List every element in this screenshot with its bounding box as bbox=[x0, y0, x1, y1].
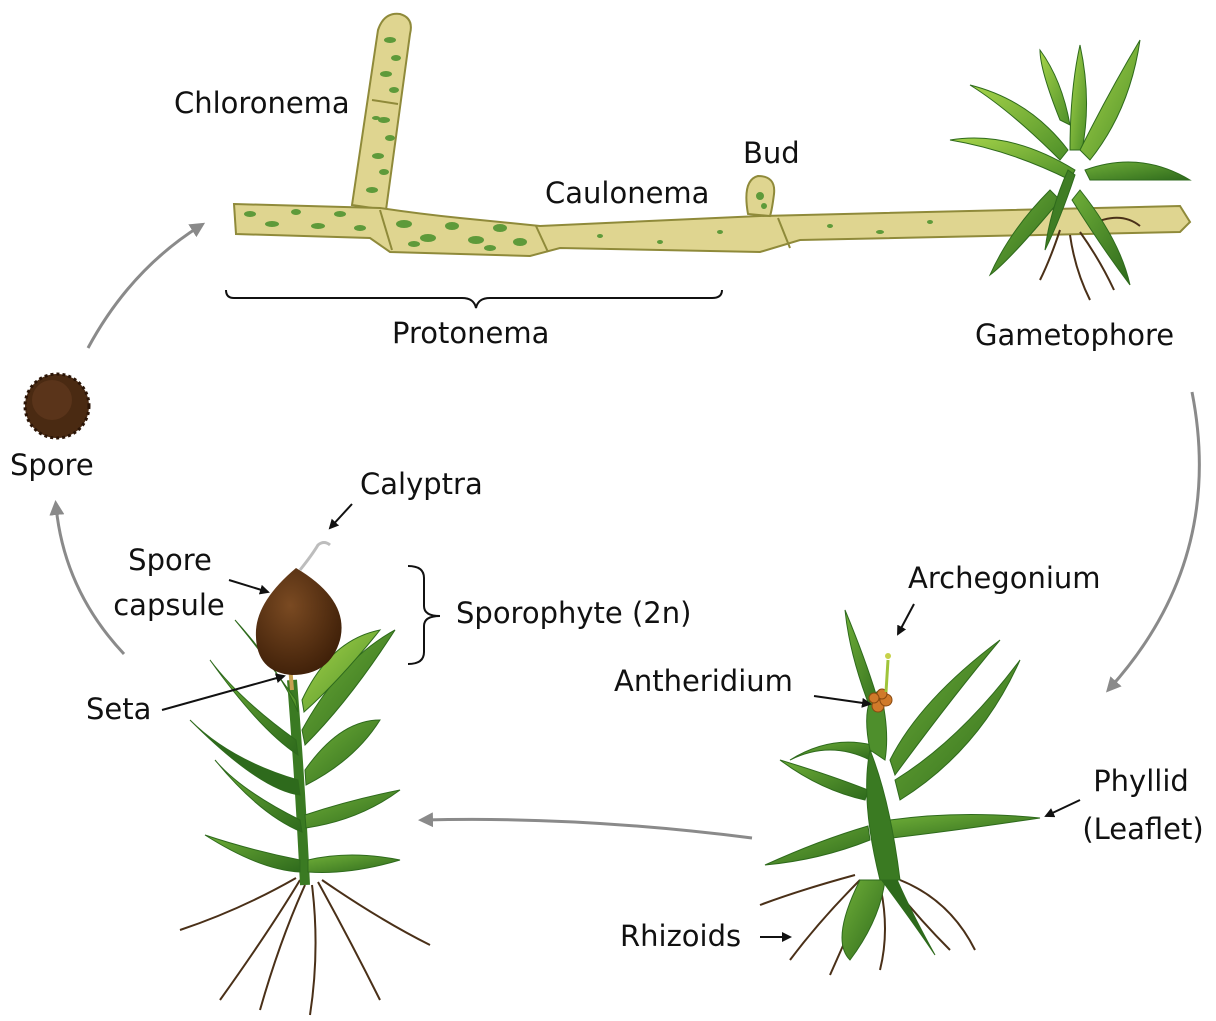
reproductive-gametophore-illustration bbox=[760, 610, 1040, 975]
label-spore: Spore bbox=[10, 448, 94, 482]
label-phyllid-line2: (Leaflet) bbox=[1078, 812, 1208, 846]
label-rhizoids: Rhizoids bbox=[620, 919, 741, 953]
label-spore-capsule-line2: capsule bbox=[108, 588, 230, 622]
spore-to-protonema-arrow bbox=[88, 226, 200, 348]
label-gametophore: Gametophore bbox=[975, 318, 1174, 352]
spore-illustration bbox=[25, 374, 89, 438]
label-spore-capsule-line1: Spore bbox=[124, 543, 216, 577]
sporophyte-to-spore-arrow bbox=[56, 506, 124, 654]
gametophore-illustration bbox=[950, 40, 1190, 300]
gametophore-to-reproduction-arrow bbox=[1110, 392, 1199, 688]
label-chloronema: Chloronema bbox=[174, 86, 350, 120]
reproduction-to-sporophyte-arrow bbox=[424, 819, 752, 838]
label-bud: Bud bbox=[743, 136, 800, 170]
label-caulonema: Caulonema bbox=[545, 176, 709, 210]
chloronema-filament bbox=[352, 14, 411, 210]
label-archegonium: Archegonium bbox=[908, 561, 1101, 595]
label-protonema: Protonema bbox=[392, 316, 549, 350]
calyptra bbox=[300, 543, 330, 571]
label-sporophyte: Sporophyte (2n) bbox=[456, 596, 691, 630]
label-seta: Seta bbox=[86, 692, 151, 726]
label-calyptra: Calyptra bbox=[360, 467, 483, 501]
label-antheridium: Antheridium bbox=[614, 664, 793, 698]
protonema-brace bbox=[226, 290, 722, 308]
label-phyllid-line1: Phyllid bbox=[1086, 764, 1196, 798]
spore-capsule bbox=[256, 568, 342, 675]
sporophyte-brace bbox=[408, 566, 440, 664]
archegonium bbox=[886, 660, 888, 692]
